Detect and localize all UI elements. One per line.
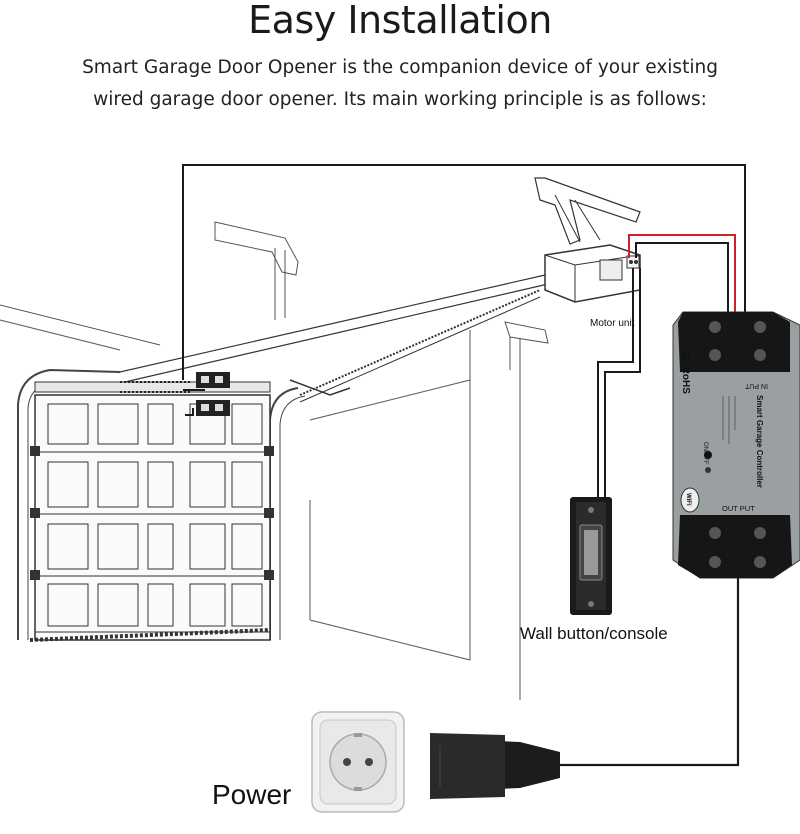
controller-wifi-icon: WiFi xyxy=(685,493,691,506)
opener-rail xyxy=(119,274,549,403)
controller-name: Smart Garage Controller xyxy=(755,395,764,488)
wall-button-icon xyxy=(570,497,612,615)
description-line-2: wired garage door opener. Its main worki… xyxy=(93,89,707,110)
wall-socket-icon xyxy=(311,711,405,813)
controller-switch: ON/OFF xyxy=(702,442,708,465)
wall-button-label: Wall button/console xyxy=(520,624,668,643)
smart-garage-controller: CE RoHS Smart Garage Controller IN PUT O… xyxy=(672,311,800,579)
motor-unit-label: Motor unit xyxy=(590,318,635,329)
page-title: Easy Installation xyxy=(248,0,552,42)
power-plug-icon xyxy=(430,733,560,799)
wiring xyxy=(182,164,746,767)
motor-unit-icon xyxy=(534,177,641,303)
garage-interior xyxy=(0,221,549,700)
controller-ce-mark: CE RoHS xyxy=(680,350,691,394)
description-line-1: Smart Garage Door Opener is the companio… xyxy=(82,57,718,78)
controller-in-port: IN PUT xyxy=(744,382,768,389)
controller-out-port: OUT PUT xyxy=(722,504,755,513)
power-label: Power xyxy=(212,779,292,810)
garage-door xyxy=(17,368,306,642)
